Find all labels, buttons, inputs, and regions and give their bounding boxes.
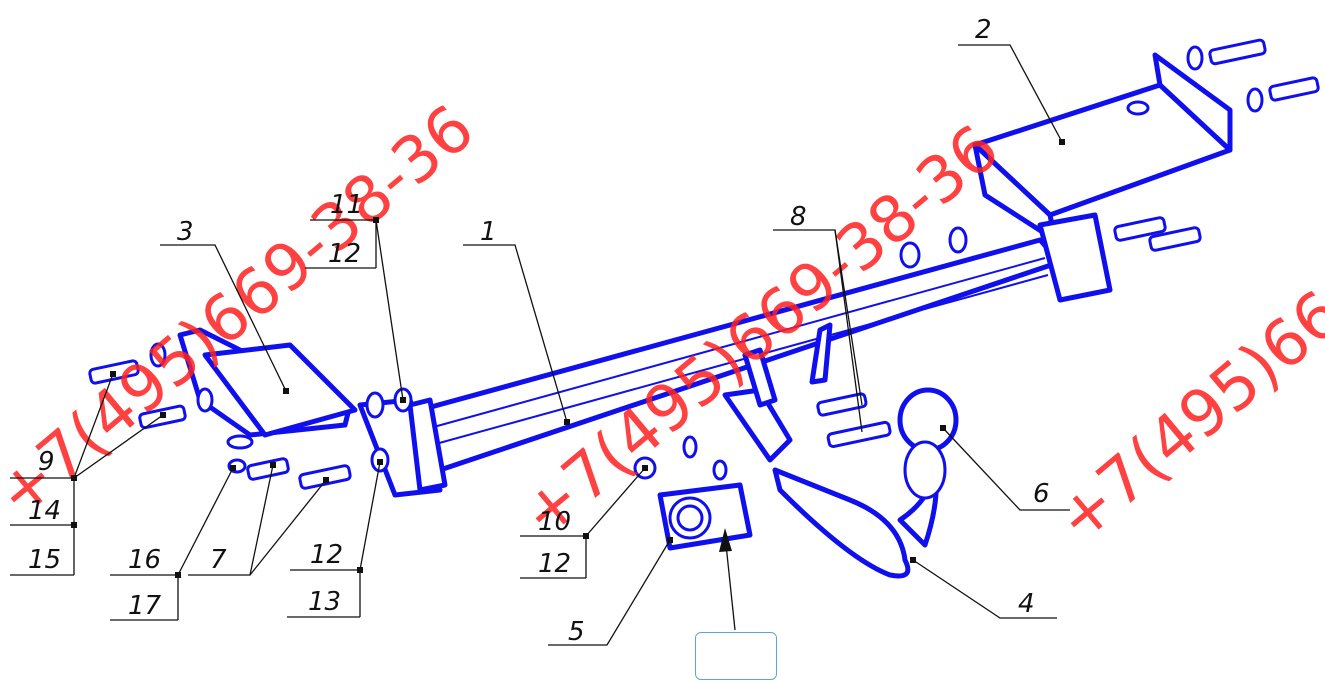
label-13: 13 — [308, 587, 341, 617]
label-11: 11 — [330, 190, 363, 220]
label-4: 4 — [1018, 589, 1035, 619]
socket-callout-box — [695, 632, 777, 680]
part-labels: 1 2 3 4 5 6 7 8 9 10 12 11 12 12 13 14 1… — [28, 15, 1050, 647]
label-10: 10 — [538, 507, 571, 537]
label-1: 1 — [480, 217, 497, 247]
label-5: 5 — [568, 617, 585, 647]
label-12-c: 12 — [310, 540, 343, 570]
label-9: 9 — [38, 447, 55, 477]
label-15: 15 — [28, 545, 61, 575]
label-12-a: 12 — [538, 549, 571, 579]
right-bracket — [972, 52, 1233, 303]
label-12-b: 12 — [328, 239, 361, 269]
socket-plate — [657, 482, 753, 551]
label-16: 16 — [128, 545, 161, 575]
label-8: 8 — [790, 202, 807, 232]
label-6: 6 — [1033, 479, 1050, 509]
label-17: 17 — [128, 591, 162, 621]
label-2: 2 — [975, 15, 992, 45]
fasteners — [88, 38, 1320, 490]
label-7: 7 — [210, 545, 227, 575]
label-14: 14 — [28, 496, 61, 526]
leaders — [10, 44, 1070, 646]
label-3: 3 — [177, 217, 194, 247]
hitch-arm — [722, 322, 959, 579]
